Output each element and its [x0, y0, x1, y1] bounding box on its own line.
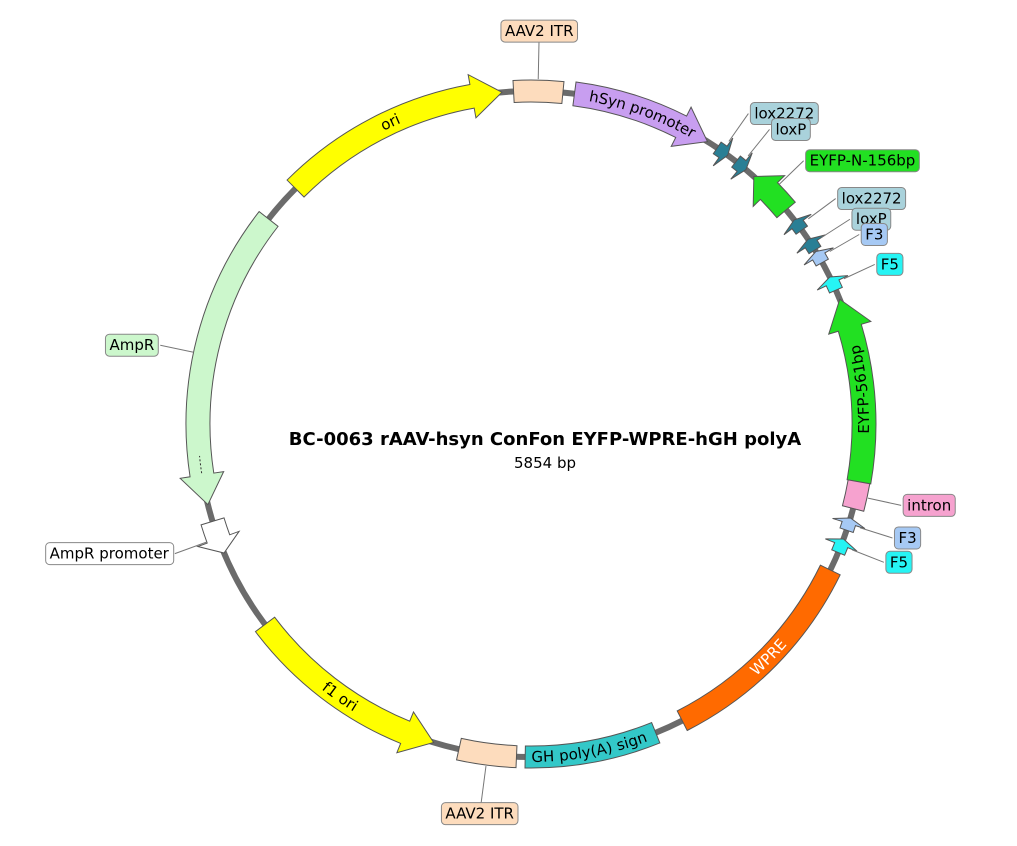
feature-shape-loxp-2 [796, 234, 826, 255]
callout-box-f3-1 [860, 223, 888, 246]
plasmid-title: BC-0063 rAAV-hsyn ConFon EYFP-WPRE-hGH p… [289, 429, 801, 450]
callout-box-f3-2 [893, 526, 922, 550]
feature-f5-1 [816, 275, 849, 294]
callout-line-f3-2 [859, 527, 893, 539]
callout-box-f5-1 [876, 252, 904, 276]
feature-ori: ori [286, 73, 503, 198]
callout-label-lox2272-2: lox2272 [842, 190, 902, 208]
plasmid-size: 5854 bp [514, 454, 576, 472]
feature-aav2-itr-top [512, 79, 565, 105]
feature-shape-eyfp-n-156bp [752, 175, 796, 219]
feature-intron [841, 479, 871, 512]
callout-intron: intron [867, 493, 956, 517]
feature-shape-aav2-itr-top [512, 79, 565, 105]
ampr-dashed-marker [199, 455, 203, 474]
feature-shape-ampr [179, 210, 279, 506]
feature-wpre: WPRE [676, 564, 841, 732]
callout-f5-1: F5 [843, 252, 904, 280]
feature-lox2272-1 [712, 137, 734, 167]
callout-label-f3-2: F3 [898, 529, 916, 547]
feature-shape-eyfp-561bp [827, 298, 877, 485]
callout-label-f5-2: F5 [890, 553, 908, 571]
feature-shape-f5-1 [816, 275, 849, 294]
feature-shape-intron [841, 479, 871, 512]
callout-box-eyfp-n-156bp [805, 149, 920, 173]
callout-box-intron [902, 493, 956, 517]
feature-hgh-polya-signal: hGH poly(A) signal [0, 0, 661, 769]
callout-label-ampr: AmpR [109, 336, 154, 354]
feature-hsyn-promoter: hSyn promoter [572, 81, 709, 148]
feature-f3-1 [803, 247, 834, 267]
feature-shape-aav2-itr-bottom [455, 737, 518, 769]
callout-label-f5-1: F5 [881, 255, 899, 273]
feature-shape-ampr-promoter [196, 517, 241, 554]
feature-shape-lox2272-2 [783, 213, 812, 236]
callout-box-loxp-1 [771, 117, 811, 141]
callout-line-lox2272-2 [808, 198, 836, 220]
feature-ampr-promoter [196, 517, 241, 554]
feature-eyfp-n-156bp [752, 175, 796, 219]
feature-shape-wpre [676, 564, 841, 732]
callout-f3-1: F3 [829, 223, 888, 252]
feature-shape-f5-2 [825, 538, 858, 556]
feature-shape-hsyn-promoter [572, 81, 709, 148]
feature-ampr [179, 210, 279, 506]
callout-box-f5-2 [885, 550, 913, 574]
label-layer: AAV2 ITRlox2272loxPEYFP-N-156bplox2272lo… [45, 19, 956, 826]
callout-line-f5-2 [852, 549, 885, 563]
feature-shape-hgh-polya-signal [524, 721, 661, 769]
callout-line-lox2272-1 [728, 113, 749, 142]
callout-f3-2: F3 [859, 526, 922, 550]
feature-shape-loxp-1 [730, 152, 753, 180]
callout-f5-2: F5 [852, 549, 913, 574]
callout-label-f3-1: F3 [865, 226, 883, 244]
callout-eyfp-n-156bp: EYFP-N-156bp [778, 149, 920, 185]
feature-f3-2 [832, 517, 866, 534]
feature-f1-ori: f1 ori [254, 616, 435, 754]
callout-line-intron [867, 497, 902, 506]
feature-shape-f1-ori [254, 616, 435, 754]
feature-shape-ori [286, 73, 503, 198]
callout-aav2-itr-bottom: AAV2 ITR [440, 765, 519, 826]
callout-ampr: AmpR [104, 333, 194, 357]
callout-label-loxp-1: loxP [776, 120, 807, 138]
feature-lox2272-2 [783, 213, 812, 236]
callout-loxp-1: loxP [747, 117, 811, 157]
callout-line-loxp-1 [747, 129, 770, 157]
callout-box-ampr-promoter [45, 542, 175, 566]
callout-ampr-promoter: AmpR promoter [45, 541, 207, 566]
feature-shape-lox2272-1 [712, 137, 734, 167]
callout-aav2-itr-top: AAV2 ITR [500, 19, 579, 80]
callout-line-eyfp-n-156bp [778, 160, 804, 185]
callout-label-intron: intron [907, 496, 951, 514]
callout-lox2272-2: lox2272 [808, 187, 907, 220]
feature-aav2-itr-bottom [455, 737, 518, 769]
feature-loxp-2 [796, 234, 826, 255]
callout-label-aav2-itr-top: AAV2 ITR [505, 22, 574, 40]
callout-line-loxp-2 [821, 218, 851, 239]
callout-box-ampr [104, 333, 159, 357]
center-title-group: BC-0063 rAAV-hsyn ConFon EYFP-WPRE-hGH p… [289, 429, 801, 472]
feature-shape-f3-2 [832, 517, 866, 534]
callout-box-aav2-itr-top [500, 19, 579, 43]
feature-loxp-1 [730, 152, 753, 180]
feature-f5-2 [825, 538, 858, 556]
callout-line-f3-1 [829, 234, 860, 252]
feature-label-hgh-polya-signal: hGH poly(A) signal [0, 0, 649, 766]
callout-line-ampr [160, 344, 194, 353]
feature-eyfp-561bp: EYFP-561bp [827, 298, 877, 485]
callout-line-f5-1 [843, 263, 875, 280]
callout-line-ampr-promoter [174, 541, 207, 555]
callout-label-ampr-promoter: AmpR promoter [50, 545, 170, 563]
callout-box-aav2-itr-bottom [440, 802, 519, 826]
callout-label-eyfp-n-156bp: EYFP-N-156bp [810, 152, 916, 170]
feature-shape-f3-1 [803, 247, 834, 267]
callout-label-aav2-itr-bottom: AAV2 ITR [445, 805, 514, 823]
